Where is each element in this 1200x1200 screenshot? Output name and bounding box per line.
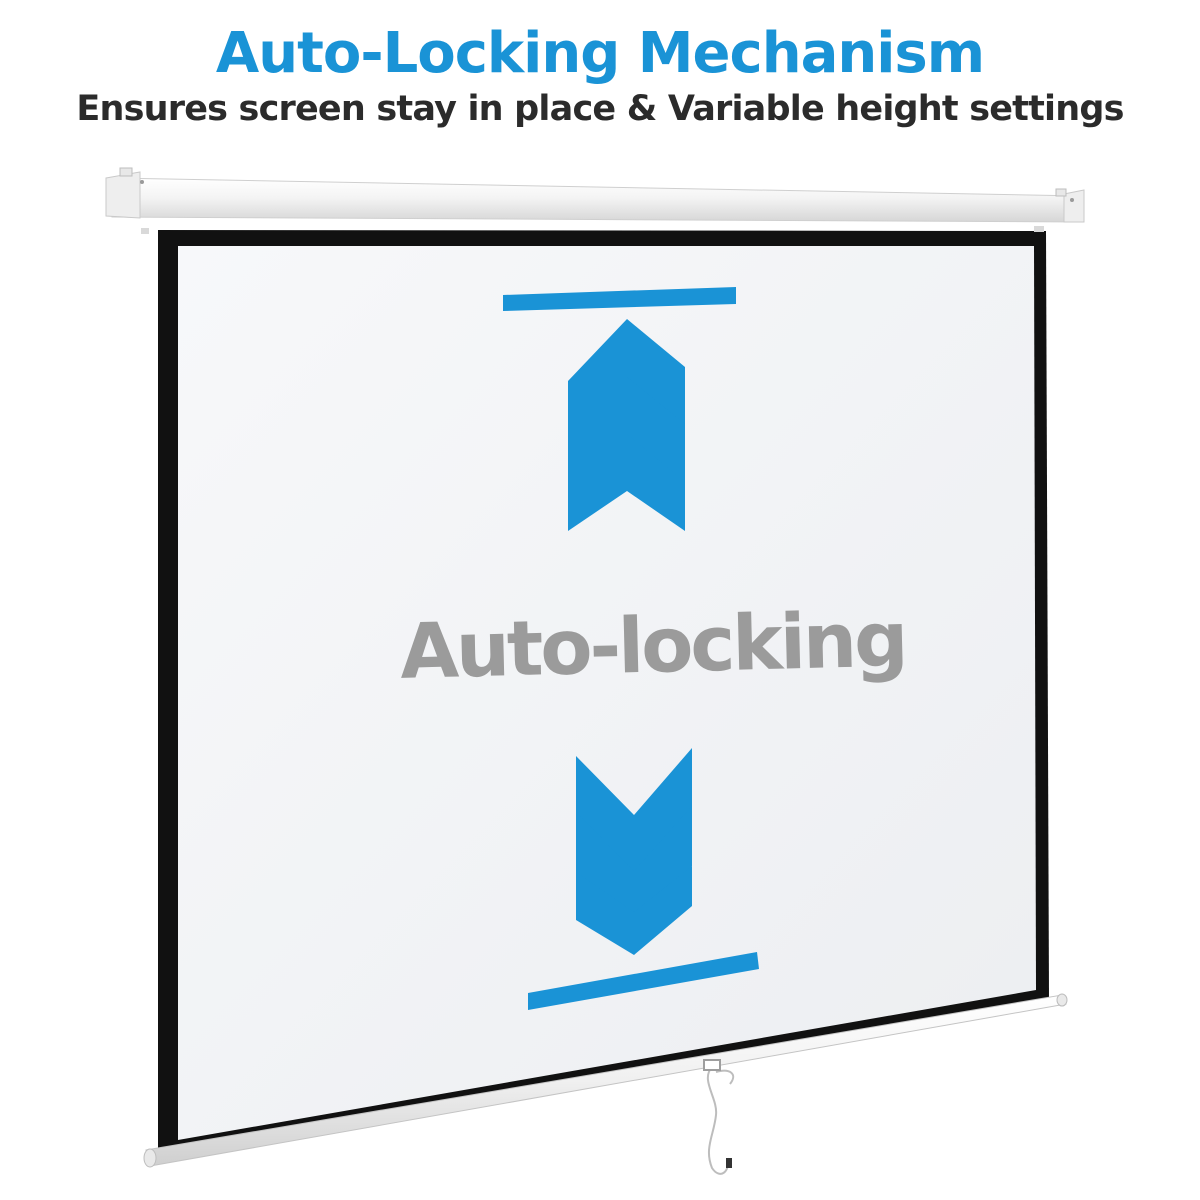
bottom-bar — [143, 993, 1068, 1168]
screen-surface — [178, 246, 1036, 1140]
subheadline: Ensures screen stay in place & Variable … — [76, 89, 1124, 129]
headline: Auto-Locking Mechanism — [215, 21, 985, 86]
top-housing — [105, 167, 1085, 234]
chevrons-up-icon — [503, 287, 736, 531]
pull-cord — [703, 1059, 735, 1175]
screen-overlay-text: Auto-locking — [398, 594, 907, 696]
chevrons-down-icon — [528, 748, 759, 1010]
